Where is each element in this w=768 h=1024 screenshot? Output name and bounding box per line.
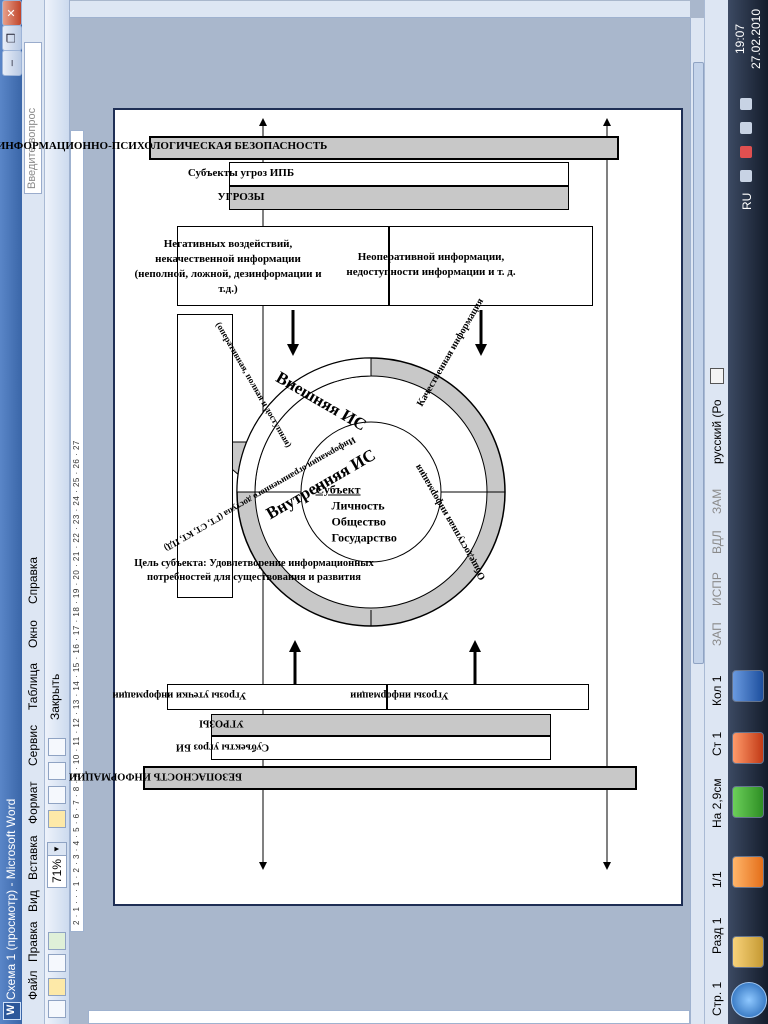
- view-ruler-icon[interactable]: [48, 810, 66, 828]
- ipb-subjects: Субъекты угроз ИПБ: [187, 167, 295, 179]
- shrink-to-fit-icon[interactable]: [48, 786, 66, 804]
- bi-threat-info: Угрозы информации: [350, 689, 449, 701]
- status-col[interactable]: Кол 1: [710, 675, 724, 706]
- ipb-threats-bar: УГРОЗЫ: [218, 186, 569, 210]
- status-section[interactable]: Разд 1: [710, 917, 724, 954]
- status-bar: Стр. 1 Разд 1 1/1 На 2,9см Ст 1 Кол 1 ЗА…: [704, 0, 729, 1024]
- ask-question-input[interactable]: Введите вопрос: [24, 42, 42, 194]
- window-title: Схема 1 (просмотр) - Microsoft Word: [4, 798, 18, 1000]
- network-icon[interactable]: [740, 146, 752, 158]
- ipb-threat-negative: Негативных воздействий, некачественной и…: [134, 238, 322, 295]
- language-indicator[interactable]: RU: [740, 192, 754, 210]
- menu-tools[interactable]: Сервис: [26, 724, 40, 766]
- arrow-head: [287, 344, 299, 356]
- arrow-head: [289, 640, 301, 652]
- volume-icon[interactable]: [740, 98, 752, 110]
- status-ovr[interactable]: ЗАМ: [710, 488, 724, 514]
- bi-subjects: Субъекты угроз БИ: [175, 741, 270, 753]
- vertical-ruler[interactable]: [88, 1010, 690, 1024]
- one-page-icon[interactable]: [48, 954, 66, 972]
- diagram-lines: [217, 118, 611, 870]
- status-line[interactable]: Ст 1: [710, 731, 724, 756]
- ipb-threat-unavailable: Неоперативной информации, недоступности …: [346, 251, 516, 278]
- menu-insert[interactable]: Вставка: [26, 835, 40, 880]
- app-taskbar-icon[interactable]: [732, 856, 764, 888]
- vertical-scrollbar[interactable]: [70, 1, 690, 18]
- scroll-thumb[interactable]: [693, 62, 704, 664]
- icq-taskbar-icon[interactable]: [732, 786, 764, 818]
- arrow-head: [259, 118, 267, 126]
- minimize-button[interactable]: –: [2, 50, 22, 76]
- center-person: Личность: [331, 498, 385, 513]
- bi-threats: УГРОЗЫ: [199, 717, 244, 729]
- center-society: Общество: [331, 514, 387, 529]
- monitor-icon[interactable]: [740, 122, 752, 134]
- print-preview-toolbar: 71%▼ Закрыть: [45, 0, 70, 1024]
- zoom-select[interactable]: 71%▼: [47, 842, 67, 888]
- menu-format[interactable]: Формат: [26, 781, 40, 824]
- arrow-head: [475, 344, 487, 356]
- goal-box: Цель субъекта: Удовлетворение информацио…: [134, 314, 374, 598]
- horizontal-ruler[interactable]: 2 · 1 · · · 1 · 2 · 3 · 4 · 5 · 6 · 7 · …: [70, 130, 84, 932]
- center-state: Государство: [331, 530, 397, 545]
- menu-table[interactable]: Таблица: [26, 662, 40, 710]
- close-window-button[interactable]: ✕: [2, 0, 22, 26]
- chevron-down-icon: ▼: [48, 843, 66, 856]
- bi-header-bar: БЕЗОПАСНОСТЬ ИНФОРМАЦИИ: [69, 766, 637, 790]
- ipb-threat-unavailable-box: Неоперативной информации, недоступности …: [346, 226, 593, 306]
- tray-arrow-icon[interactable]: [740, 170, 752, 182]
- bi-threat-leak: Угрозы утечки информации: [112, 689, 247, 701]
- print-icon[interactable]: [48, 1000, 66, 1018]
- status-ext[interactable]: ВДЛ: [710, 530, 724, 554]
- clock-date: 27.02.2010: [749, 8, 763, 70]
- restore-button[interactable]: ❐: [2, 25, 22, 51]
- status-page[interactable]: Стр. 1: [710, 981, 724, 1016]
- ruler-marks: 2 · 1 · · · 1 · 2 · 3 · 4 · 5 · 6 · 7 · …: [72, 440, 81, 925]
- menu-edit[interactable]: Правка: [26, 921, 40, 962]
- document-page: ИНФОРМАЦИОННО-ПСИХОЛОГИЧЕСКАЯ БЕЗОПАСНОС…: [0, 108, 683, 906]
- title-bar: W Схема 1 (просмотр) - Microsoft Word – …: [0, 0, 22, 1024]
- goal-text: Цель субъекта: Удовлетворение информацио…: [134, 558, 374, 583]
- status-at[interactable]: На 2,9см: [710, 778, 724, 828]
- magnifier-icon[interactable]: [48, 978, 66, 996]
- ipb-header-bar: ИНФОРМАЦИОННО-ПСИХОЛОГИЧЕСКАЯ БЕЗОПАСНОС…: [0, 136, 619, 160]
- explorer-taskbar-icon[interactable]: [732, 936, 764, 968]
- menu-view[interactable]: Вид: [26, 890, 40, 912]
- status-language[interactable]: русский (Ро: [710, 399, 724, 464]
- bi-threat-info-box: Угрозы информации: [350, 684, 589, 710]
- status-pages[interactable]: 1/1: [710, 871, 724, 888]
- bi-header: БЕЗОПАСНОСТЬ ИНФОРМАЦИИ: [68, 770, 243, 782]
- close-preview-button[interactable]: Закрыть: [48, 673, 62, 720]
- taskbar: RU 19:07 27.02.2010: [728, 0, 768, 1024]
- arrow-head: [469, 640, 481, 652]
- word-app-icon[interactable]: W: [3, 1002, 21, 1020]
- bi-subjects-box: Субъекты угроз БИ: [176, 736, 551, 760]
- start-button[interactable]: [731, 982, 767, 1018]
- spelling-book-icon[interactable]: [710, 368, 724, 384]
- menu-file[interactable]: Файл: [26, 970, 40, 1000]
- menu-help[interactable]: Справка: [26, 556, 40, 604]
- clock[interactable]: 19:07 27.02.2010: [732, 4, 764, 74]
- ipb-header: ИНФОРМАЦИОННО-ПСИХОЛОГИЧЕСКАЯ БЕЗОПАСНОС…: [0, 140, 328, 152]
- horizontal-scrollbar[interactable]: [690, 18, 705, 1024]
- arrow-head: [259, 862, 267, 870]
- arrow-head: [603, 118, 611, 126]
- clock-time: 19:07: [733, 23, 747, 55]
- browser-taskbar-icon[interactable]: [732, 732, 764, 764]
- status-trk[interactable]: ИСПР: [710, 572, 724, 606]
- ring-white-segment: [236, 357, 372, 493]
- ipb-subjects-box: Субъекты угроз ИПБ: [188, 162, 569, 186]
- multiple-pages-icon[interactable]: [48, 932, 66, 950]
- ipb-threats: УГРОЗЫ: [217, 191, 265, 203]
- menu-window[interactable]: Окно: [26, 620, 40, 648]
- arrow-head: [603, 862, 611, 870]
- status-rec[interactable]: ЗАП: [710, 622, 724, 646]
- word-taskbar-icon[interactable]: [732, 670, 764, 702]
- bi-threats-bar: УГРОЗЫ: [199, 714, 551, 736]
- menu-bar: Файл Правка Вид Вставка Формат Сервис Та…: [22, 0, 45, 1024]
